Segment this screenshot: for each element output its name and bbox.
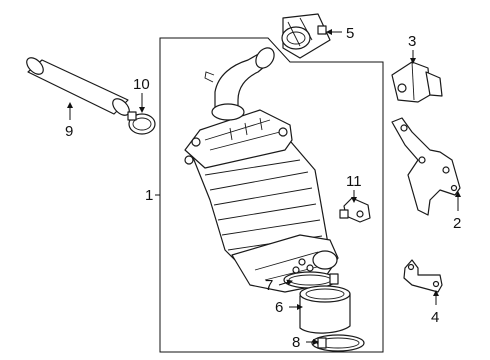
small-bracket-part: [403, 259, 443, 293]
callout-9: 9: [65, 123, 73, 140]
callout-3: 3: [408, 33, 416, 50]
upper-hose-coupling-part: [281, 13, 331, 59]
long-bracket-part: [391, 117, 461, 216]
callout-7: 7: [265, 277, 273, 294]
upper-bracket-part: [391, 61, 443, 103]
callout-6: 6: [275, 299, 283, 316]
hose-sleeve-part: [299, 285, 351, 334]
assembly-boundary: [159, 37, 384, 353]
callout-4: 4: [431, 309, 439, 326]
intercooler-part: [184, 47, 339, 293]
callout-10: 10: [133, 76, 150, 93]
callout-5: 5: [346, 25, 354, 42]
callout-11: 11: [346, 173, 362, 190]
lower-hose-clamp-part: [311, 334, 365, 352]
leader-lines: [67, 29, 461, 345]
intake-pipe-part: [26, 57, 130, 116]
callout-8: 8: [292, 334, 300, 351]
sensor-part: [339, 197, 371, 223]
callout-1: 1: [145, 187, 153, 204]
callout-2: 2: [453, 215, 461, 232]
pipe-clamp-part: [127, 111, 156, 135]
